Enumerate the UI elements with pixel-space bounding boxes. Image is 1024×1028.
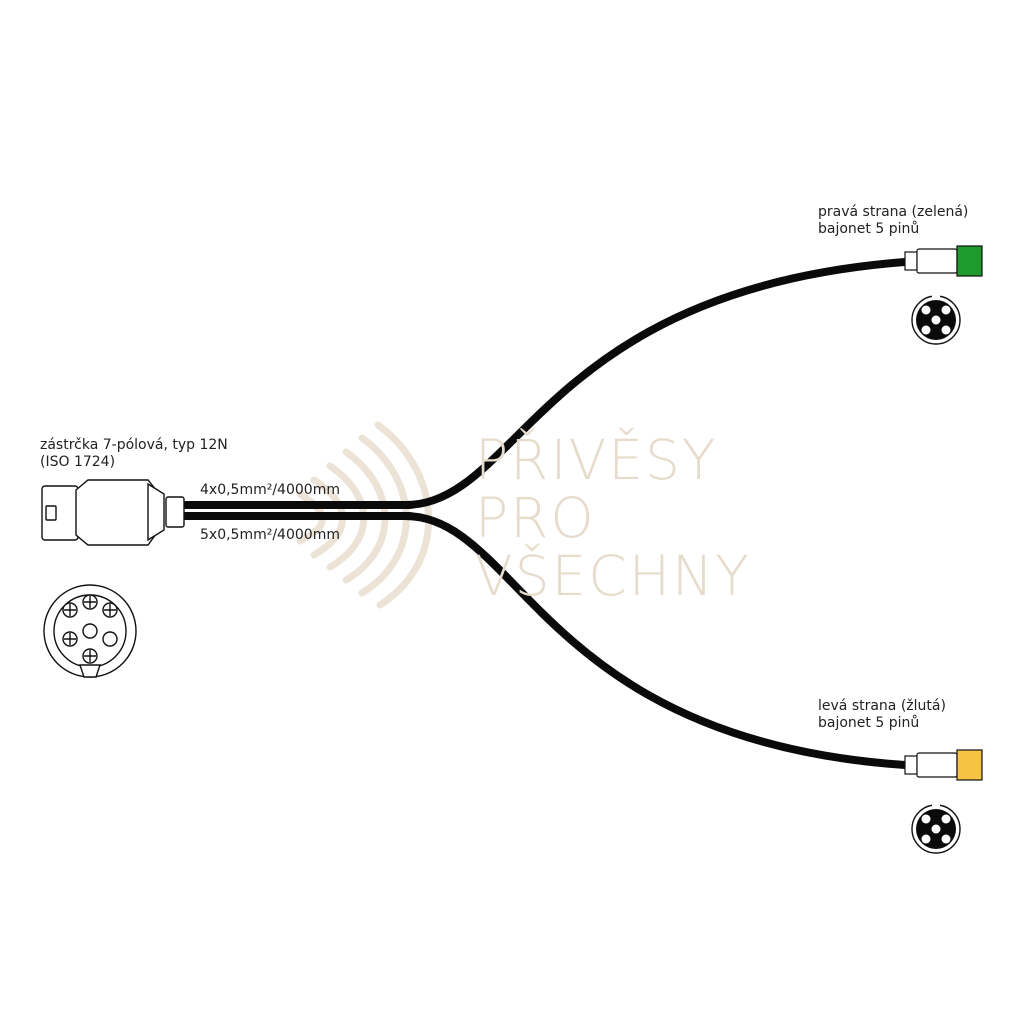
- right-side-label-line-2: bajonet 5 pinů: [818, 221, 920, 237]
- left-side-label-line-1: levá strana (žlutá): [818, 698, 946, 714]
- right-bayonet-connector: [904, 245, 983, 277]
- watermark-line-3: VŠECHNY: [475, 544, 751, 608]
- cable-branch-right: [401, 258, 909, 509]
- left-bayonet-face-5pin: [911, 802, 961, 854]
- cables: [181, 258, 909, 769]
- left-side-label-line-2: bajonet 5 pinů: [818, 715, 920, 731]
- plug-connector: [41, 479, 185, 546]
- plug-label-line-2: (ISO 1724): [40, 454, 116, 470]
- watermark-line-1: PŘIVĚSY: [475, 428, 718, 492]
- plug-face-7pin: [43, 584, 137, 678]
- cable-lower-spec: 5x0,5mm²/4000mm: [200, 527, 340, 543]
- watermark-line-2: PRO: [475, 486, 596, 550]
- right-side-label-line-1: pravá strana (zelená): [818, 204, 969, 220]
- cable-branch-left: [401, 512, 909, 769]
- left-bayonet-connector: [904, 749, 983, 781]
- plug-label-line-1: zástrčka 7-pólová, typ 12N: [40, 437, 228, 453]
- cable-upper-spec: 4x0,5mm²/4000mm: [200, 482, 340, 498]
- right-bayonet-face-5pin: [911, 293, 961, 345]
